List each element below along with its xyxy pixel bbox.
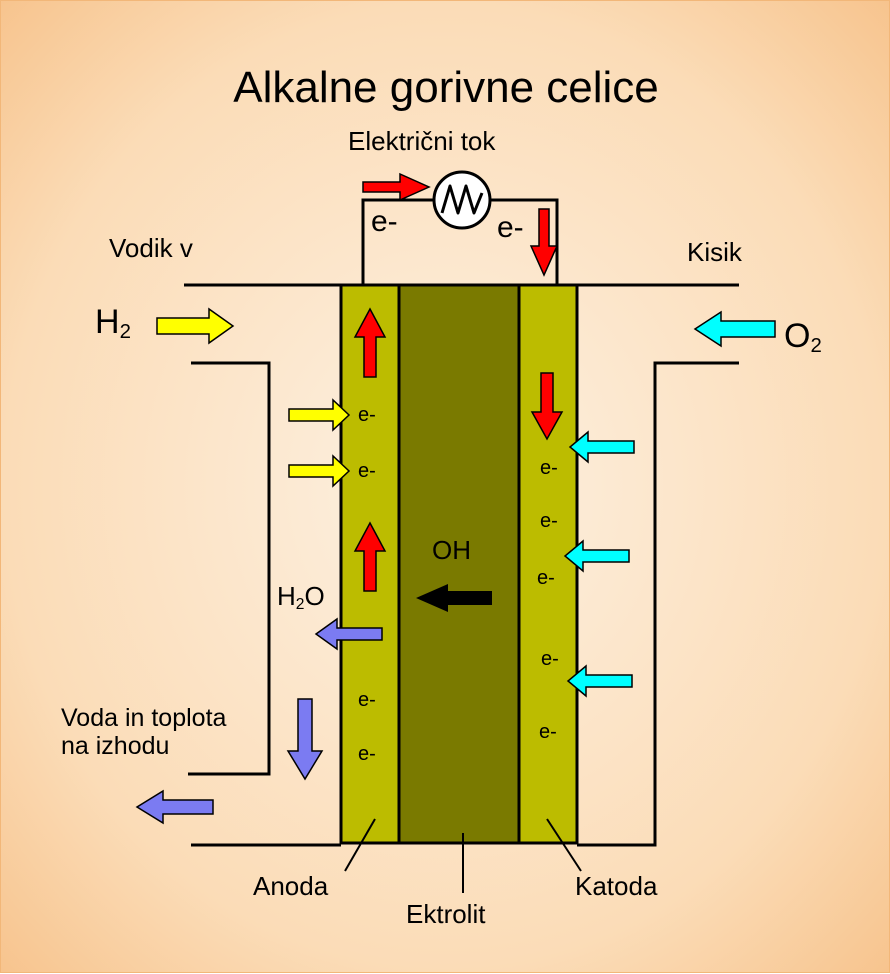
anode-label: Anoda bbox=[253, 871, 329, 901]
circuit-electron-label: e- bbox=[497, 211, 524, 244]
cathode-electron-label: e- bbox=[537, 567, 555, 589]
anode-electron-label: e- bbox=[358, 689, 376, 711]
cathode-channel-line bbox=[577, 361, 739, 847]
anode-electron-arrow-up-icon bbox=[353, 521, 387, 592]
water-arrow-left-icon bbox=[314, 617, 383, 651]
hydrogen-in-label: Vodik v bbox=[109, 233, 193, 263]
electron-arrow-right-icon bbox=[362, 172, 431, 202]
oxygen-subscript: 2 bbox=[810, 335, 822, 358]
anode-channel-line bbox=[188, 361, 271, 776]
current-label: Električni tok bbox=[348, 126, 496, 156]
anode-electron-arrow-up-icon bbox=[353, 307, 387, 378]
oxygen-inlet-arrow-icon bbox=[693, 310, 776, 348]
cathode-electron-label: e- bbox=[541, 648, 559, 670]
hydroxide-label: OH bbox=[432, 535, 471, 565]
hydrogen-symbol: H bbox=[95, 303, 120, 341]
hydrogen-formula: H2 bbox=[95, 303, 131, 344]
hydrogen-subscript: 2 bbox=[119, 321, 131, 344]
hydrogen-inlet-arrow-icon bbox=[156, 307, 235, 345]
water-heat-out-line1: Voda in toplota bbox=[61, 704, 227, 732]
water-heat-out-label: Voda in toplota na izhodu bbox=[61, 704, 226, 760]
cathode-electron-arrow-down-icon bbox=[530, 372, 564, 441]
cathode-leader bbox=[546, 818, 582, 872]
water-outlet-arrow-icon bbox=[135, 789, 214, 825]
hydroxide-arrow-left-icon bbox=[416, 584, 492, 612]
circuit-wire-left bbox=[361, 198, 434, 285]
cathode-electron-label: e- bbox=[539, 721, 557, 743]
water-arrow-down-icon bbox=[286, 698, 324, 781]
water-formula: H2O bbox=[277, 581, 325, 614]
anode-leader bbox=[344, 818, 376, 872]
electron-arrow-down-icon bbox=[529, 208, 559, 277]
oxygen-label: Kisik bbox=[687, 237, 742, 267]
oxygen-arrow-icon bbox=[566, 664, 633, 698]
water-o-symbol: O bbox=[304, 581, 325, 611]
diagram-title: Alkalne gorivne celice bbox=[233, 63, 659, 112]
anode-electron-label: e- bbox=[358, 460, 376, 482]
cathode-electron-label: e- bbox=[540, 457, 558, 479]
anode-electron-label: e- bbox=[358, 743, 376, 765]
anode-electron-label: e- bbox=[358, 404, 376, 426]
water-subscript: 2 bbox=[295, 595, 305, 613]
oxygen-arrow-icon bbox=[563, 539, 630, 573]
hydrogen-arrow-icon bbox=[288, 398, 351, 432]
water-heat-out-line2: na izhodu bbox=[61, 732, 170, 760]
hydrogen-arrow-icon bbox=[288, 454, 351, 488]
oxygen-arrow-icon bbox=[568, 430, 635, 464]
cathode-electron-label: e- bbox=[540, 510, 558, 532]
circuit-wire-right bbox=[490, 198, 559, 285]
electrolyte-label: Ektrolit bbox=[406, 899, 486, 929]
resistor-circle-icon bbox=[432, 170, 492, 230]
oxygen-symbol: O bbox=[784, 317, 811, 355]
electrolyte-layer bbox=[397, 283, 521, 845]
circuit-electron-label: e- bbox=[371, 205, 398, 238]
cathode-layer bbox=[517, 283, 579, 845]
oxygen-formula: O2 bbox=[784, 317, 822, 358]
water-h-symbol: H bbox=[277, 581, 296, 611]
cathode-label: Katoda bbox=[575, 871, 658, 901]
